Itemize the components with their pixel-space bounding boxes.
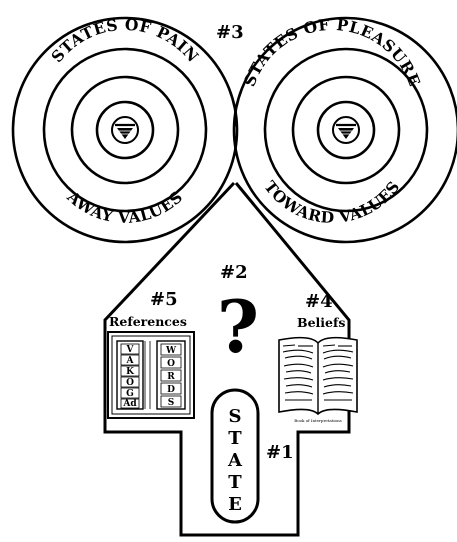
marker-4: #4 <box>305 291 333 312</box>
vakog-letter-4: O <box>126 378 134 388</box>
words-letter-2: O <box>167 359 175 369</box>
vakog-column: V A K O G Ad <box>117 341 143 409</box>
beliefs-label: Beliefs <box>297 315 345 330</box>
words-letter-5: S <box>168 398 175 408</box>
question-mark: ? <box>217 284 259 369</box>
book-caption: Book of Interpretations <box>294 418 341 423</box>
vakog-letter-2: A <box>126 356 135 366</box>
right-target-icon <box>333 117 359 143</box>
book-icon: Book of Interpretations <box>279 338 357 423</box>
words-column: W O R D S <box>157 341 185 409</box>
references-panel: V A K O G Ad W O R D S <box>108 332 194 418</box>
references-label: References <box>109 314 187 329</box>
vakog-letter-1: V <box>126 345 135 355</box>
right-circle-bottom-label: TOWARD VALUES <box>260 177 403 227</box>
state-letter-5: E <box>228 494 242 515</box>
marker-3: #3 <box>216 22 244 43</box>
state-letter-1: S <box>229 406 242 427</box>
marker-1: #1 <box>266 442 294 463</box>
vakog-letter-3: K <box>126 367 135 377</box>
left-target-icon <box>112 117 138 143</box>
marker-2: #2 <box>220 262 248 283</box>
vakog-letter-5: G <box>126 389 134 399</box>
words-letter-3: R <box>167 372 175 382</box>
left-circle-bottom-label: AWAY VALUES <box>63 186 187 227</box>
marker-5: #5 <box>150 289 178 310</box>
state-letter-3: A <box>227 450 243 471</box>
vakog-letter-6: Ad <box>122 399 137 409</box>
state-letter-2: T <box>228 428 242 449</box>
state-letter-4: T <box>228 472 242 493</box>
words-letter-4: D <box>167 385 175 395</box>
words-letter-1: W <box>165 346 177 356</box>
left-circle-top-label: STATES OF PAIN <box>47 15 203 66</box>
state-capsule: S T A T E <box>212 390 258 522</box>
